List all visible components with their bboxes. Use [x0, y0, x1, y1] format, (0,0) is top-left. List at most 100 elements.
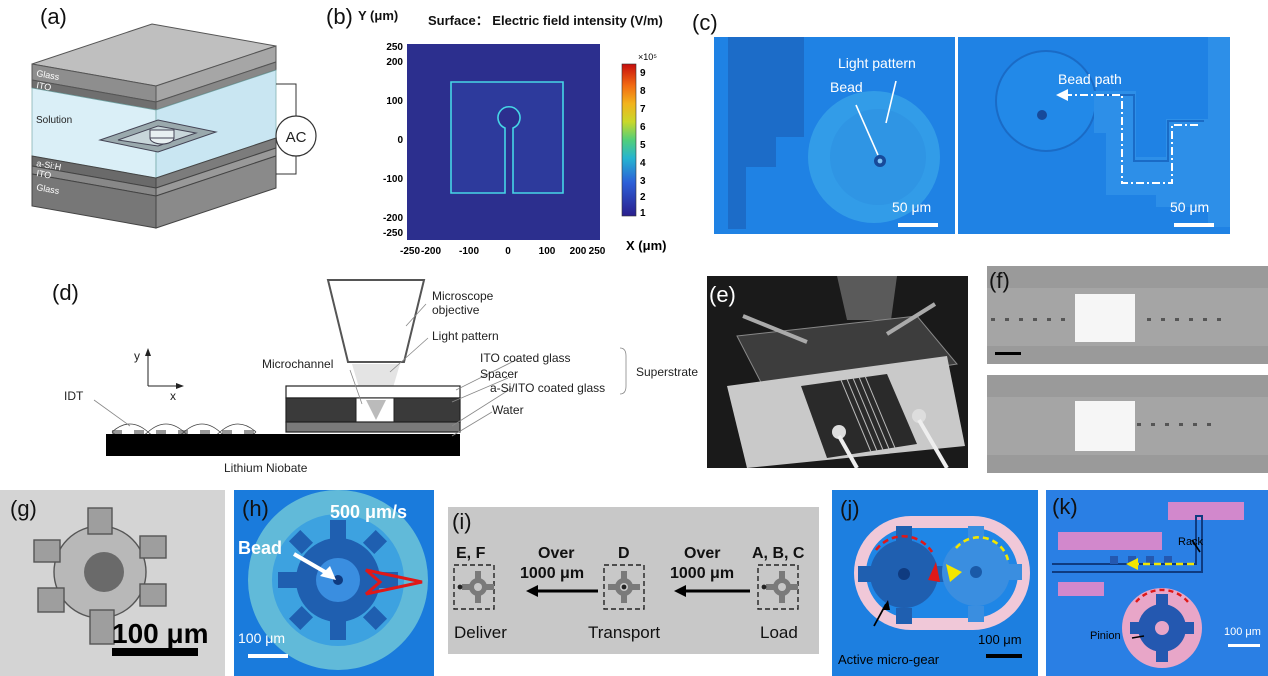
- panel-h-label: (h): [242, 496, 269, 521]
- layer-label-asih: a-Si:H: [36, 158, 62, 172]
- arrow-1-label-line1: Over: [538, 545, 575, 562]
- panel-f-label: (f): [989, 268, 1010, 293]
- svg-text:200: 200: [570, 246, 587, 257]
- svg-text:250: 250: [589, 246, 606, 257]
- svg-text:1: 1: [640, 208, 646, 219]
- active-gear-label: Active micro-gear: [838, 652, 940, 667]
- axis-x-label: x: [170, 389, 176, 403]
- panel-a-label: (a): [40, 4, 67, 29]
- idt-label: IDT: [64, 389, 84, 403]
- svg-text:-200: -200: [383, 213, 403, 224]
- scale-bar-g: 100 μm: [112, 618, 209, 649]
- panel-c-label: (c): [692, 10, 718, 35]
- svg-text:-250: -250: [400, 246, 420, 257]
- panel-g-label: (g): [10, 496, 37, 521]
- svg-text:200: 200: [386, 57, 403, 68]
- microchannel-label: Microchannel: [262, 357, 333, 371]
- step-load-bottom: Load: [760, 623, 798, 642]
- panel-c-right-micrograph: Bead path 50 μm: [958, 37, 1230, 234]
- panel-a-device-diagram: AC Glass ITO Solution a-Si:H ITO Glass: [31, 23, 317, 229]
- layer-label-ito-top: ITO: [36, 80, 52, 92]
- colorbar: [621, 63, 637, 217]
- step-deliver-bottom: Deliver: [454, 623, 507, 642]
- ac-source-label: AC: [286, 129, 307, 146]
- panel-e-device-photo: (e): [707, 276, 968, 468]
- panel-j-label: (j): [840, 496, 860, 521]
- layer-label-glass-bottom: Glass: [36, 182, 61, 196]
- panel-d-label: (d): [52, 280, 79, 305]
- svg-text:-100: -100: [383, 174, 403, 185]
- step-load-top: A, B, C: [752, 545, 805, 562]
- microscope-label: Microscope: [432, 289, 494, 303]
- scale-bar-c-right: 50 μm: [1170, 199, 1210, 215]
- scale-bar-k: 100 μm: [1224, 626, 1261, 638]
- scale-bar-c-left: 50 μm: [892, 199, 932, 215]
- pinion-label: Pinion: [1090, 630, 1121, 642]
- field-plot-title: Surface： Electric field intensity (V/m): [428, 13, 663, 28]
- svg-text:0: 0: [505, 246, 511, 257]
- svg-text:4: 4: [640, 158, 646, 169]
- scale-bar-j: 100 μm: [978, 632, 1022, 647]
- bead-h-label: Bead: [238, 538, 283, 558]
- solution-label: Solution: [36, 115, 72, 126]
- panel-i-process-diagram: (i) E, F D A, B, C Deliver Transport Loa…: [448, 507, 819, 654]
- panel-d-acoustofluidic-diagram: Microscope objective Light pattern Micro…: [64, 279, 698, 475]
- panel-f-micrograph-bottom: [987, 375, 1268, 473]
- panel-h-micrograph: (h) 500 μm/s Bead 100 μm: [234, 490, 434, 676]
- svg-text:-100: -100: [459, 246, 479, 257]
- svg-text:9: 9: [640, 68, 646, 79]
- bead-path-arrow: [1066, 94, 1198, 184]
- panel-g-sem-image: (g) 100 μm: [0, 490, 225, 676]
- colorbar-exponent: ×10⁵: [638, 52, 657, 62]
- mini-gear-icons: [462, 571, 798, 603]
- panel-k-micrograph: (k) Rack Pinion 100 μm: [1046, 490, 1268, 676]
- layer-label-ito-bottom: ITO: [36, 168, 52, 180]
- arrow-2-label-line2: 1000 μm: [670, 565, 735, 582]
- svg-text:-200: -200: [421, 246, 441, 257]
- field-plot-xlabel: X (μm): [626, 238, 666, 253]
- panel-b-field-plot: 250 200 100 0 -100 -200 -250 -250 -200 -…: [383, 42, 666, 257]
- red-direction-arrow: [365, 568, 423, 596]
- step-transport-bottom: Transport: [588, 623, 661, 642]
- spacer-label: Spacer: [480, 367, 518, 381]
- scale-bar-h: 100 μm: [238, 630, 285, 646]
- svg-text:6: 6: [640, 122, 646, 133]
- panel-f-micrograph-top: (f): [987, 266, 1268, 364]
- panel-i-label: (i): [452, 509, 472, 534]
- field-plot-y-ticks: 250 200 100 0 -100 -200 -250: [383, 42, 403, 239]
- svg-text:2: 2: [640, 192, 646, 203]
- svg-text:7: 7: [640, 104, 646, 115]
- lithium-niobate-substrate: [106, 434, 460, 456]
- panel-j-micrograph: (j) 100 μm Active micro-gear: [832, 490, 1038, 676]
- svg-text:8: 8: [640, 86, 646, 97]
- step-transport-top: D: [618, 545, 630, 562]
- bead-path-label: Bead path: [1058, 71, 1122, 87]
- electrode-pattern: [450, 81, 564, 194]
- arrow-1-label-line2: 1000 μm: [520, 565, 585, 582]
- ito-glass-label: ITO coated glass: [480, 351, 571, 365]
- layer-label-glass-top: Glass: [36, 68, 61, 82]
- svg-text:250: 250: [386, 42, 403, 53]
- bead-label: Bead: [830, 79, 863, 95]
- light-pattern-d-label: Light pattern: [432, 329, 499, 343]
- light-pattern-label: Light pattern: [838, 55, 916, 71]
- axis-y-label: y: [134, 349, 140, 363]
- idt-electrodes: [112, 430, 254, 434]
- water-label: Water: [492, 403, 524, 417]
- panel-c-left-micrograph: Light pattern Bead 50 μm: [714, 37, 955, 234]
- colorbar-ticks: 9 8 7 6 5 4 3 2 1: [640, 68, 646, 219]
- svg-text:5: 5: [640, 140, 646, 151]
- rack-label: Rack: [1178, 536, 1204, 548]
- panel-k-label: (k): [1052, 494, 1078, 519]
- superstrate-label: Superstrate: [636, 365, 698, 379]
- svg-text:100: 100: [386, 96, 403, 107]
- arrow-2-label-line1: Over: [684, 545, 721, 562]
- svg-text:100: 100: [539, 246, 556, 257]
- step-deliver-top: E, F: [456, 545, 486, 562]
- niobate-label: Lithium Niobate: [224, 461, 308, 475]
- svg-text:0: 0: [397, 135, 403, 146]
- speed-label: 500 μm/s: [330, 502, 408, 522]
- panel-b-label: (b): [326, 4, 353, 29]
- svg-text:3: 3: [640, 176, 646, 187]
- panel-e-label: (e): [709, 282, 736, 307]
